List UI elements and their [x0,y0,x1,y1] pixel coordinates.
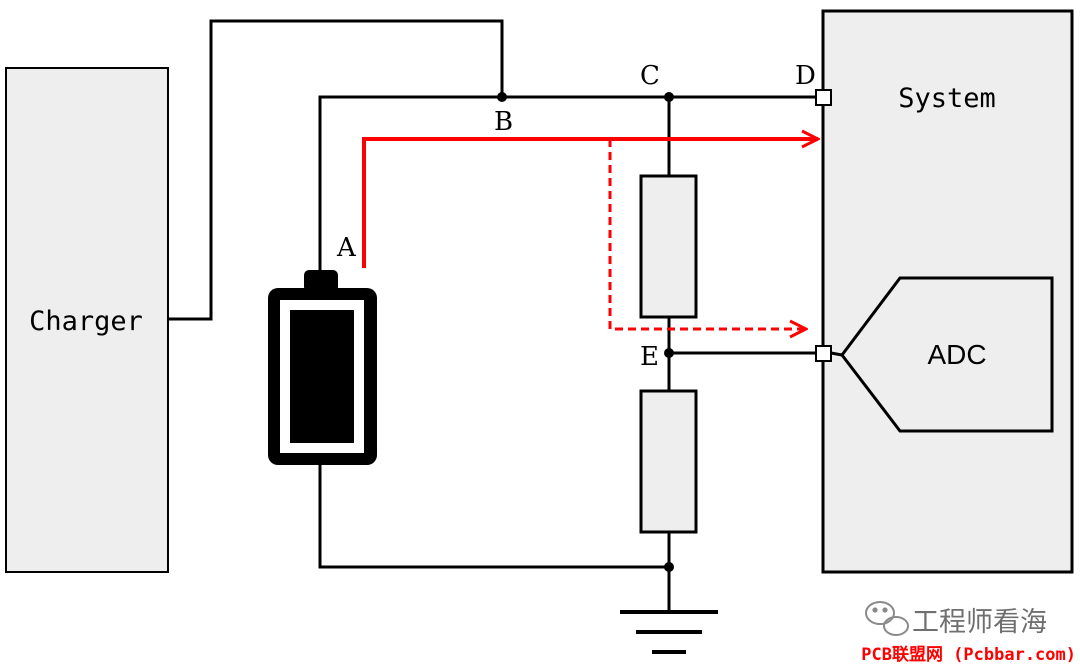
watermark-text: 工程师看海 [912,607,1047,638]
node-label-e: E [640,342,659,372]
junctions [497,92,674,572]
charger-label: Charger [29,306,143,337]
adc-input-lead [830,351,843,357]
adc-block [840,276,1054,433]
charger-wire [168,19,504,321]
top-rail-wire [318,95,817,270]
ground-symbol [620,610,718,654]
wechat-icon [865,601,909,636]
system-label: System [898,83,996,114]
node-label-a: A [336,233,357,263]
junction-c [664,92,674,102]
current-path-solid [362,139,818,268]
watermark-source: PCB联盟网 (Pcbbar.com) [861,645,1076,665]
current-path-dashed [608,139,806,329]
node-label-d: D [795,61,816,91]
terminal-d [815,89,832,106]
adc-label: ADC [927,339,986,370]
lower-resistor [639,389,698,534]
junction-b [497,92,507,102]
junction-e [664,348,674,358]
node-label-c: C [640,61,660,91]
terminal-adc [815,345,832,362]
watermark: 工程师看海 PCB联盟网 (Pcbbar.com) [861,601,1076,665]
battery-symbol [268,270,377,465]
junction-ground [664,562,674,572]
wires [168,19,817,612]
node-label-b: B [494,107,513,137]
charger-block [5,67,169,573]
upper-resistor [639,174,698,319]
ground-rail-wire [318,462,669,569]
